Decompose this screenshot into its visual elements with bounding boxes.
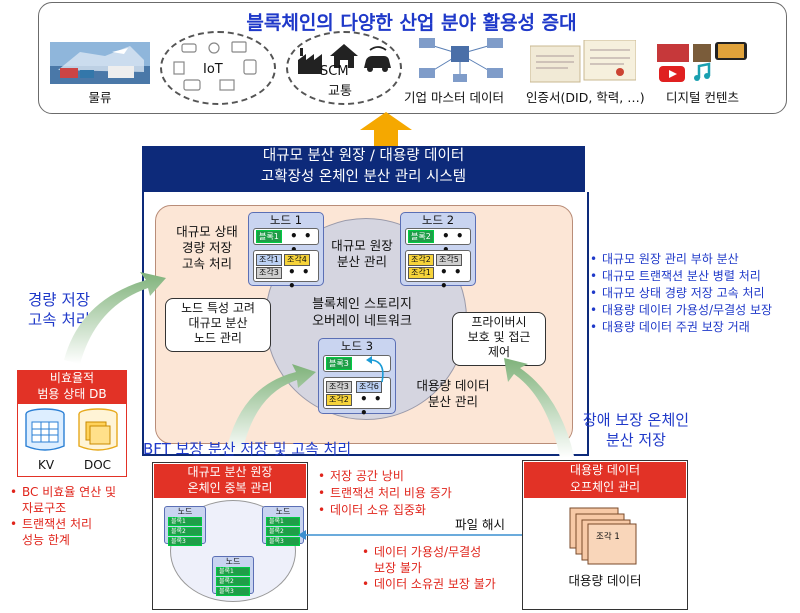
kv-label: KV xyxy=(38,458,55,472)
node-1: 노드 1 블록1 • • • 조각1 조각4 조각3 • • • xyxy=(248,212,324,293)
iot-device-icons xyxy=(173,41,257,91)
document-stack-icon xyxy=(569,507,637,565)
node-3-frag-dots: • • • xyxy=(360,392,383,420)
privacy-box: 프라이버시 보호 및 접근 제어 xyxy=(452,312,546,366)
node-2: 노드 2 블록2 • • • 조각2 조각5 조각1 • • • xyxy=(400,212,476,293)
node-3-block-row: 블록3 xyxy=(323,355,391,372)
benefit-item: •대규모 트랜잭션 분산 병렬 처리 xyxy=(590,269,761,283)
scm-traffic-oval xyxy=(286,31,402,105)
db-limit-item: •트랜잭션 처리 xyxy=(10,517,93,531)
doc-label: DOC xyxy=(84,458,112,472)
node-2-block: 블록2 xyxy=(408,230,434,243)
scm-label: SCM xyxy=(320,64,349,79)
node-2-fragment: 조각5 xyxy=(436,254,462,266)
ledger-distribution-text: 대규모 원장 분산 관리 xyxy=(331,238,393,269)
node-1-fragment: 조각4 xyxy=(284,254,310,266)
mini-node: 노드 블록1 블록2 블록3 xyxy=(262,506,304,546)
certificate-label: 인증서(DID, 학력, …) xyxy=(526,90,645,105)
node-3-title: 노드 3 xyxy=(340,339,374,353)
offchain-issue-item: •데이터 가용성/무결성 xyxy=(362,545,482,559)
fragment-doc-label: 조각 1 xyxy=(596,532,620,542)
system-header: 대규모 분산 원장 / 대용량 데이터 고확장성 온체인 분산 관리 시스템 xyxy=(142,146,585,192)
master-data-label: 기업 마스터 데이터 xyxy=(404,90,504,105)
node-3-fragment: 조각2 xyxy=(326,394,352,406)
offchain-issue-item: •데이터 소유권 보장 불가 xyxy=(362,577,496,591)
db-limits-list: •BC 비효율 연산 및 자료구조 •트랜잭션 처리 성능 한계 xyxy=(10,484,140,548)
node-3-block: 블록3 xyxy=(326,357,352,370)
file-hash-label: 파일 해시 xyxy=(455,517,505,532)
onchain-issue-item: •저장 공간 낭비 xyxy=(318,469,404,483)
file-hash-arrow-icon xyxy=(298,530,558,540)
bigdata-label: 대용량 데이터 xyxy=(568,573,642,588)
node-2-title: 노드 2 xyxy=(421,213,455,227)
node-2-fragment-area: 조각2 조각5 조각1 • • • xyxy=(405,250,471,293)
lightweight-label: 경량 저장 고속 처리 xyxy=(28,291,90,329)
iot-label: IoT xyxy=(203,62,223,77)
state-processing-text: 대규모 상태 경량 저장 고속 처리 xyxy=(176,224,238,271)
node-2-fragment: 조각2 xyxy=(408,254,434,266)
traffic-label: 교통 xyxy=(328,84,352,99)
system-header-line2: 고확장성 온체인 분산 관리 시스템 xyxy=(260,169,467,185)
node-1-fragment-area: 조각1 조각4 조각3 • • • xyxy=(253,250,319,293)
node-1-block: 블록1 xyxy=(256,230,282,243)
master-data-network-image xyxy=(419,38,503,82)
kv-doc-icons xyxy=(25,408,118,451)
node-1-fragment: 조각1 xyxy=(256,254,282,266)
kv-table-icon xyxy=(25,408,65,451)
onchain-issue-item: •데이터 소유 집중화 xyxy=(318,503,426,517)
fault-tolerant-label: 장애 보장 온체인 분산 저장 xyxy=(582,411,690,449)
logistics-image xyxy=(50,42,150,84)
offchain-data-header: 대용량 데이터 오프체인 관리 xyxy=(524,462,686,498)
node-1-block-row: 블록1 • • • xyxy=(253,228,319,257)
node-3-fragment: 조각6 xyxy=(356,381,382,393)
iot-oval xyxy=(160,31,276,105)
node-2-frag-dots: • • • xyxy=(440,265,463,293)
mini-node: 노드 블록1 블록2 블록3 xyxy=(164,506,206,546)
logistics-label: 물류 xyxy=(88,90,112,105)
node-management-box: 노드 특성 고려 대규모 분산 노드 관리 xyxy=(165,298,271,352)
node-2-fragment: 조각1 xyxy=(408,267,434,279)
node-1-frag-dots: • • • xyxy=(288,265,311,293)
industry-title: 블록체인의 다양한 산업 분야 활용성 증대 xyxy=(246,12,577,34)
digital-label: 디지털 컨텐츠 xyxy=(666,90,739,105)
benefit-item: •대용량 데이터 가용성/무결성 보장 xyxy=(590,303,773,317)
system-header-line1: 대규모 분산 원장 / 대용량 데이터 xyxy=(262,148,465,164)
node-3-link-arrow-icon xyxy=(366,356,384,383)
node-3-fragment-area: 조각3 조각6 조각2 • • • xyxy=(323,377,391,420)
doc-icon xyxy=(78,408,118,451)
node-2-block-row: 블록2 • • • xyxy=(405,228,471,257)
digital-content-image xyxy=(657,42,747,82)
state-db-header: 비효율적 범용 상태 DB xyxy=(17,370,127,404)
certificate-image xyxy=(530,40,636,83)
db-limit-item: •BC 비효율 연산 및 xyxy=(10,485,117,499)
mini-node: 노드 블록1 블록2 블록3 xyxy=(212,556,254,596)
node-3-fragment: 조각3 xyxy=(326,381,352,393)
system-benefits-list: •대규모 원장 관리 부하 분산 •대규모 트랜잭션 분산 병렬 처리 •대규모… xyxy=(590,251,798,336)
benefit-item: •대규모 상태 경량 저장 고속 처리 xyxy=(590,286,765,300)
offchain-issues-list: •데이터 가용성/무결성 보장 불가 •데이터 소유권 보장 불가 xyxy=(362,545,496,591)
bigdata-distribution-text: 대용량 데이터 분산 관리 xyxy=(416,378,490,409)
node-1-title: 노드 1 xyxy=(269,213,303,227)
benefit-item: •대용량 데이터 주권 보장 거래 xyxy=(590,320,750,334)
benefit-item: •대규모 원장 관리 부하 분산 xyxy=(590,252,739,266)
onchain-issue-item: •트랜잭션 처리 비용 증가 xyxy=(318,486,452,500)
bft-label: BFT 보장 분산 저장 및 고속 처리 xyxy=(143,440,352,458)
overlay-network-text: 블록체인 스토리지 오버레이 네트워크 xyxy=(312,297,412,329)
onchain-issues-list: •저장 공간 낭비 •트랜잭션 처리 비용 증가 •데이터 소유 집중화 xyxy=(318,468,452,519)
node-1-fragment: 조각3 xyxy=(256,267,282,279)
onchain-ledger-header: 대규모 분산 원장 온체인 중복 관리 xyxy=(154,464,306,498)
up-arrow-icon xyxy=(360,112,412,148)
factory-house-car-icons xyxy=(298,44,391,74)
